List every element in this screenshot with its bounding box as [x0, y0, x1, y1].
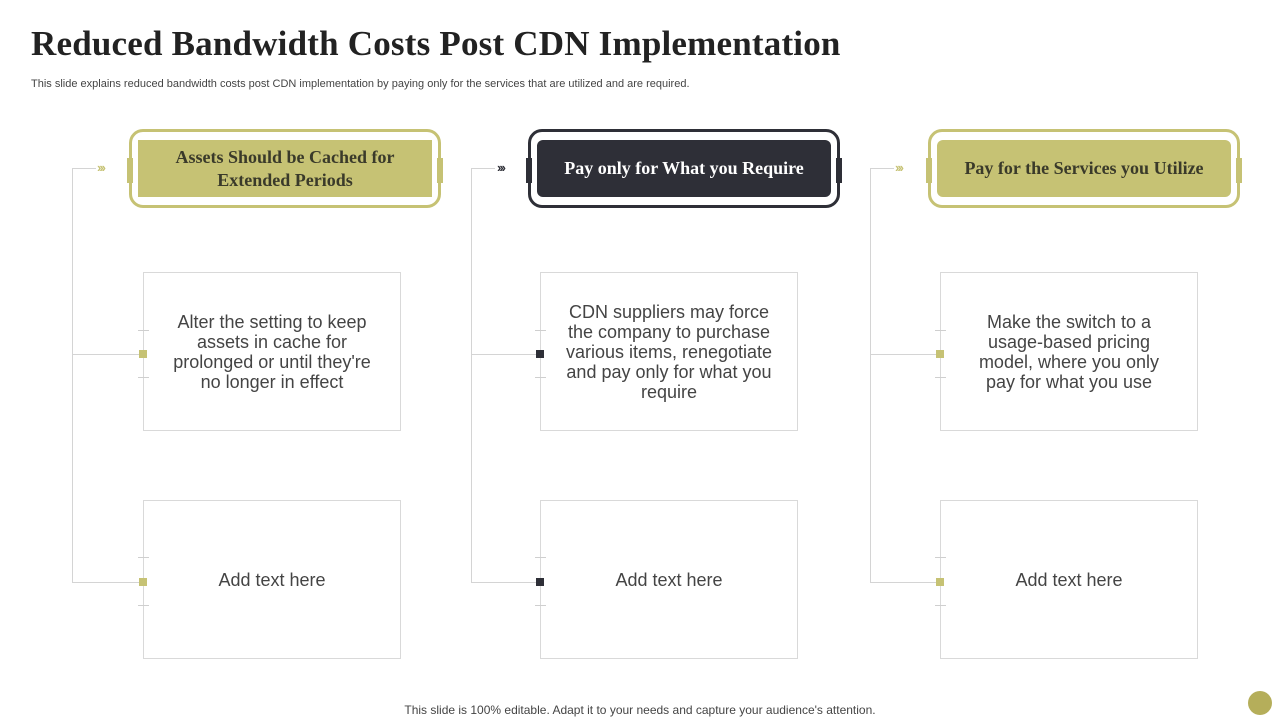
- connector-line: [72, 168, 73, 582]
- header-pay-services-utilize: Pay for the Services you Utilize: [926, 129, 1242, 208]
- connector-line: [72, 354, 140, 355]
- content-card: Add text here: [940, 500, 1198, 659]
- connector-node: [536, 350, 544, 358]
- connector-node: [936, 578, 944, 586]
- connector-node: [536, 578, 544, 586]
- header-label: Pay only for What you Require: [537, 140, 831, 197]
- chevron-right-icon: ›››: [895, 160, 904, 175]
- footer-note: This slide is 100% editable. Adapt it to…: [404, 703, 876, 717]
- content-card: Add text here: [540, 500, 798, 659]
- content-card: Add text here: [143, 500, 401, 659]
- connector-line: [471, 354, 539, 355]
- connector-line: [870, 168, 871, 582]
- header-label: Assets Should be Cached for Extended Per…: [138, 140, 432, 197]
- connector-line: [870, 168, 894, 169]
- connector-line: [471, 582, 539, 583]
- connector-node: [936, 350, 944, 358]
- chevron-right-icon: ›››: [97, 160, 106, 175]
- content-card: CDN suppliers may force the company to p…: [540, 272, 798, 431]
- content-card: Make the switch to a usage-based pricing…: [940, 272, 1198, 431]
- header-pay-what-you-require: Pay only for What you Require: [526, 129, 842, 208]
- content-card: Alter the setting to keep assets in cach…: [143, 272, 401, 431]
- header-label: Pay for the Services you Utilize: [937, 140, 1231, 197]
- connector-line: [870, 354, 938, 355]
- decorative-dot: [1248, 691, 1272, 715]
- connector-line: [471, 168, 472, 582]
- page-subtitle: This slide explains reduced bandwidth co…: [31, 78, 690, 90]
- connector-node: [139, 350, 147, 358]
- page-title: Reduced Bandwidth Costs Post CDN Impleme…: [31, 24, 841, 63]
- connector-line: [870, 582, 938, 583]
- chevron-right-icon: ›››: [497, 160, 506, 175]
- connector-line: [72, 168, 96, 169]
- connector-node: [139, 578, 147, 586]
- header-assets-cached: Assets Should be Cached for Extended Per…: [127, 129, 443, 208]
- connector-line: [471, 168, 495, 169]
- connector-line: [72, 582, 140, 583]
